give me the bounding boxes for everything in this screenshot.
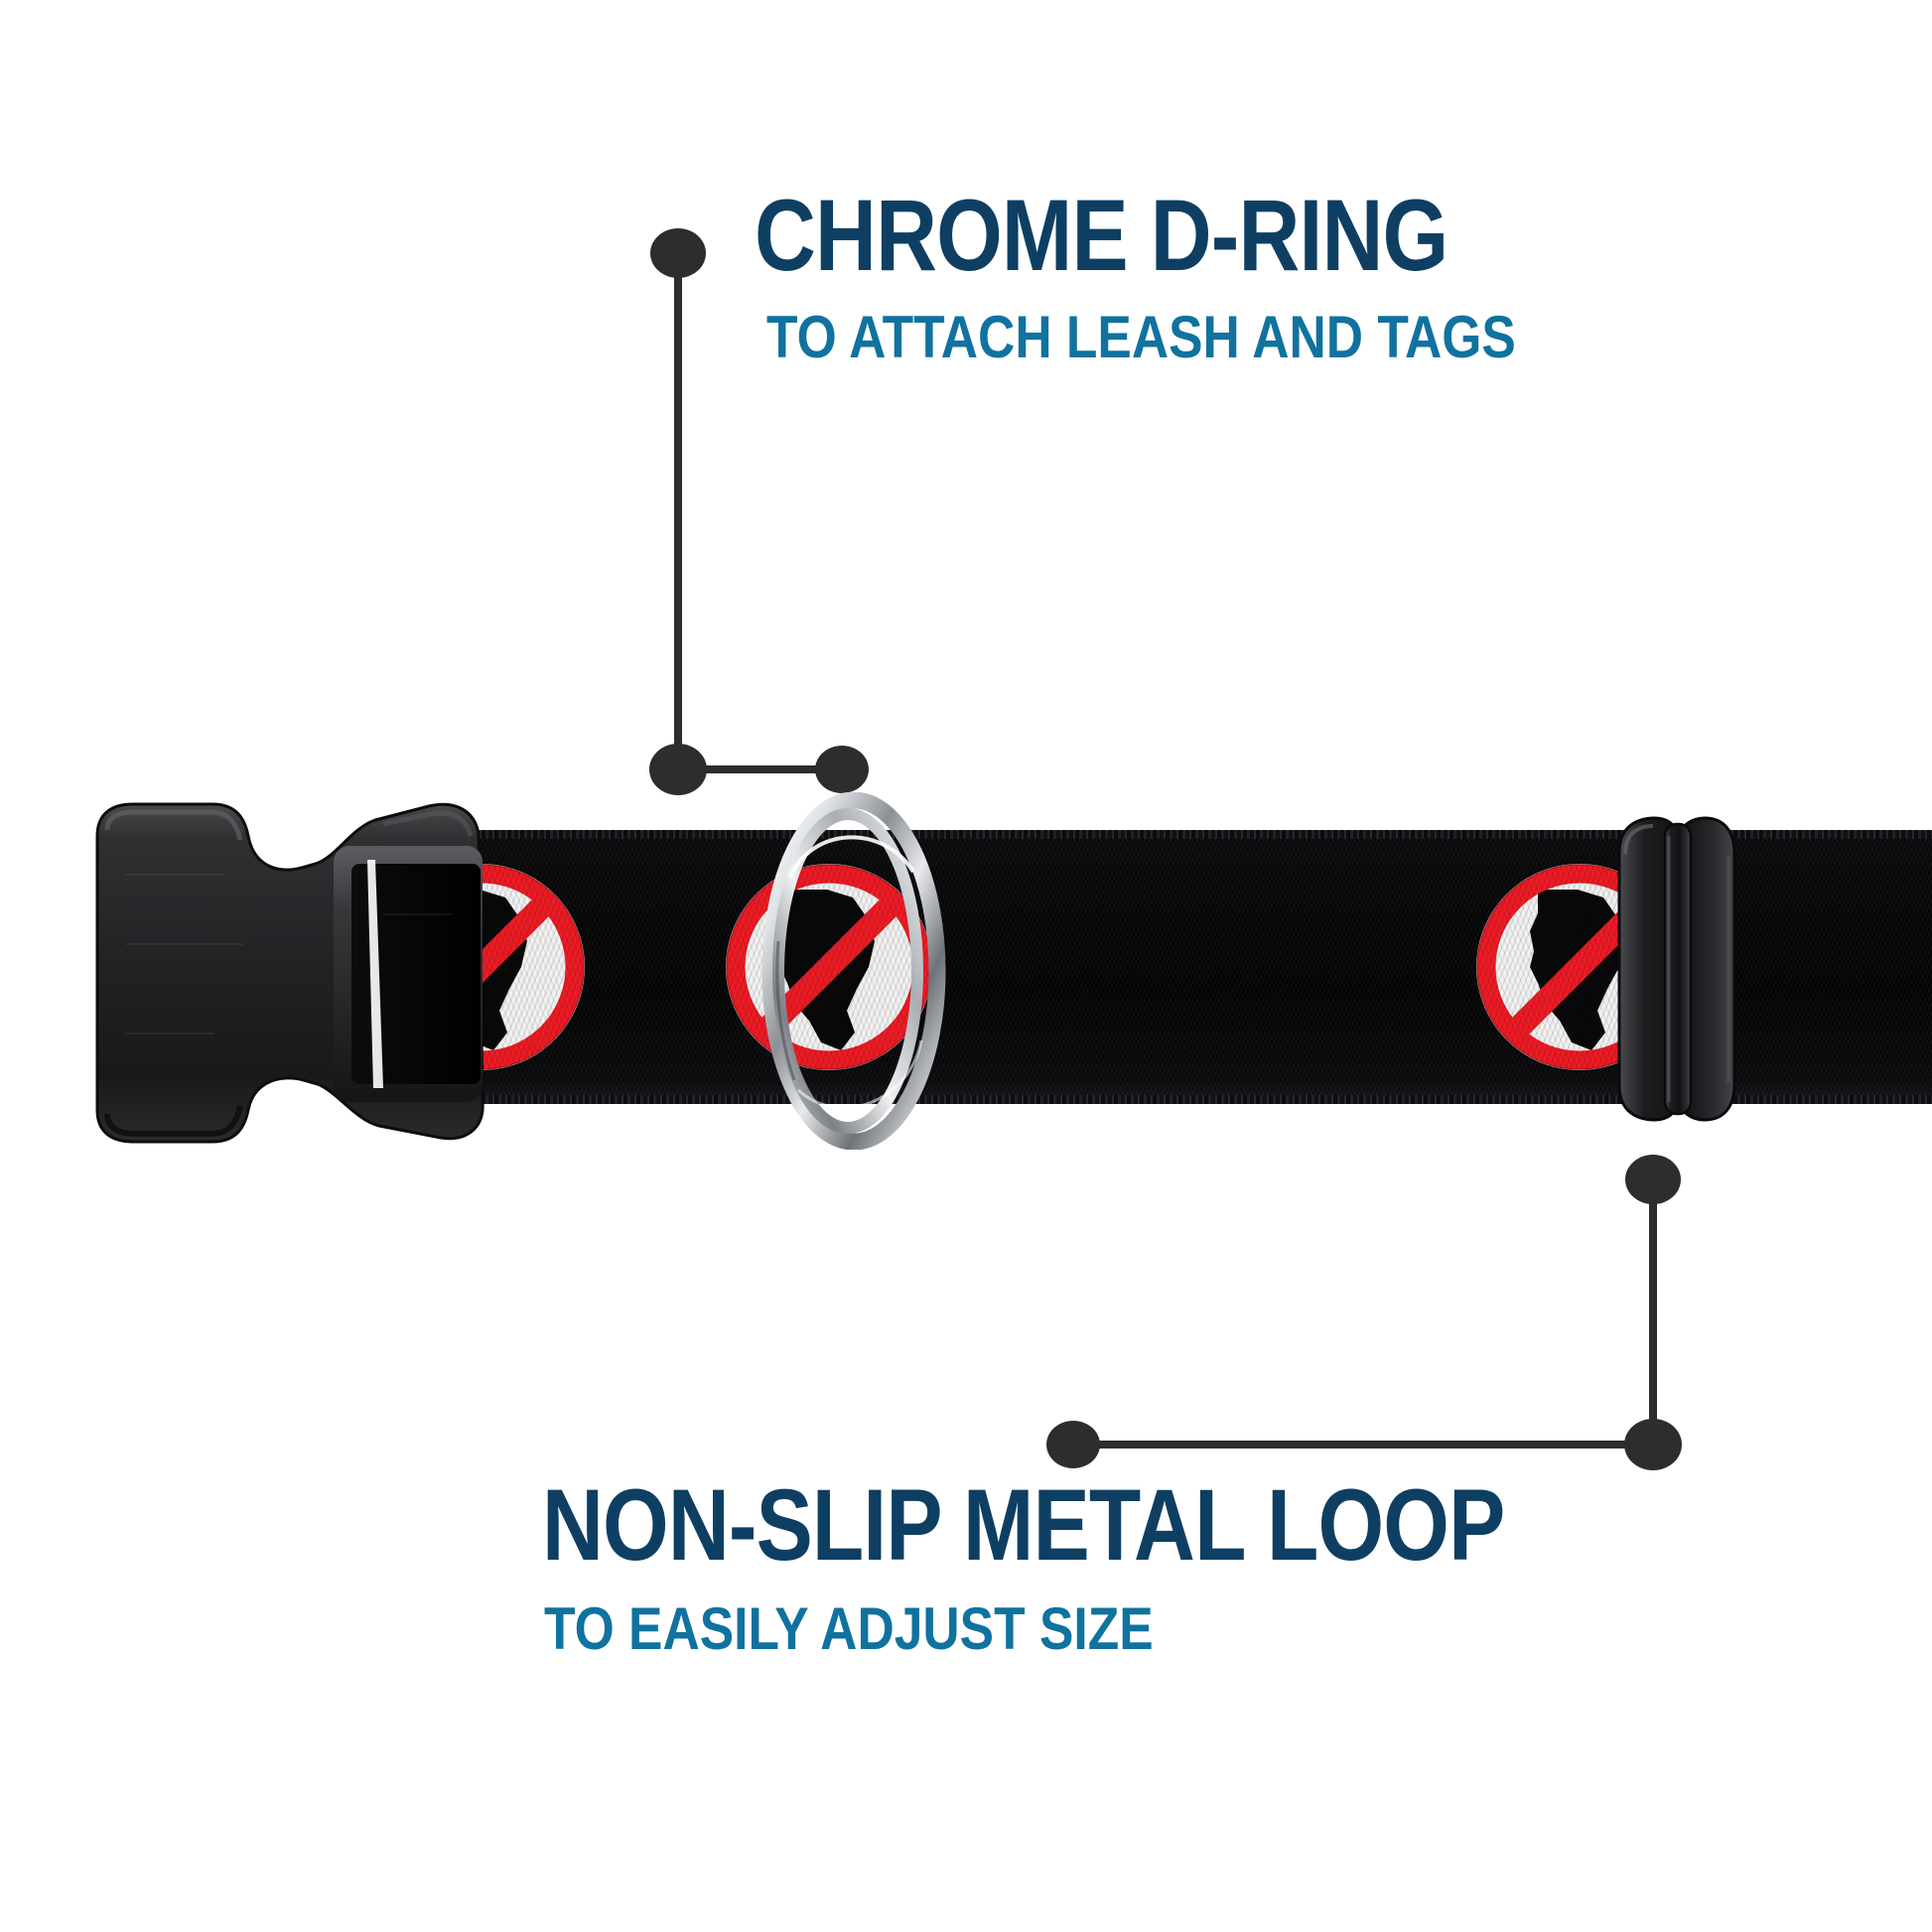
leader-dot-target	[1046, 1421, 1100, 1468]
leader-dot-corner	[1624, 1419, 1682, 1470]
callout-subline: TO ATTACH LEASH AND TAGS	[766, 304, 1516, 370]
callout-headline: NON-SLIP METAL LOOP	[542, 1468, 1505, 1582]
buckle-webbing-edge-highlight	[367, 860, 383, 1088]
buckle-slot-opening	[351, 864, 481, 1084]
d-ring-outer-wire	[761, 792, 946, 1150]
callout-non-slip-metal-loop: NON-SLIP METAL LOOP TO EASILY ADJUST SIZ…	[542, 1474, 1688, 1659]
tri-glide-adjuster-loop	[1603, 814, 1742, 1124]
side-release-buckle	[85, 794, 522, 1152]
buckle-texture	[125, 874, 453, 1035]
product-photo-dog-collar	[0, 784, 1932, 1201]
leader-dot-top	[650, 228, 706, 278]
loop-center-bar	[1663, 822, 1693, 1116]
callout-headline: CHROME D-RING	[755, 179, 1449, 292]
chrome-d-ring	[755, 792, 953, 1150]
callout-chrome-d-ring: CHROME D-RING TO ATTACH LEASH AND TAGS	[755, 185, 1638, 367]
leader-line-non-slip-metal-loop	[1046, 1155, 1682, 1470]
callout-subline: TO EASILY ADJUST SIZE	[544, 1595, 1154, 1662]
